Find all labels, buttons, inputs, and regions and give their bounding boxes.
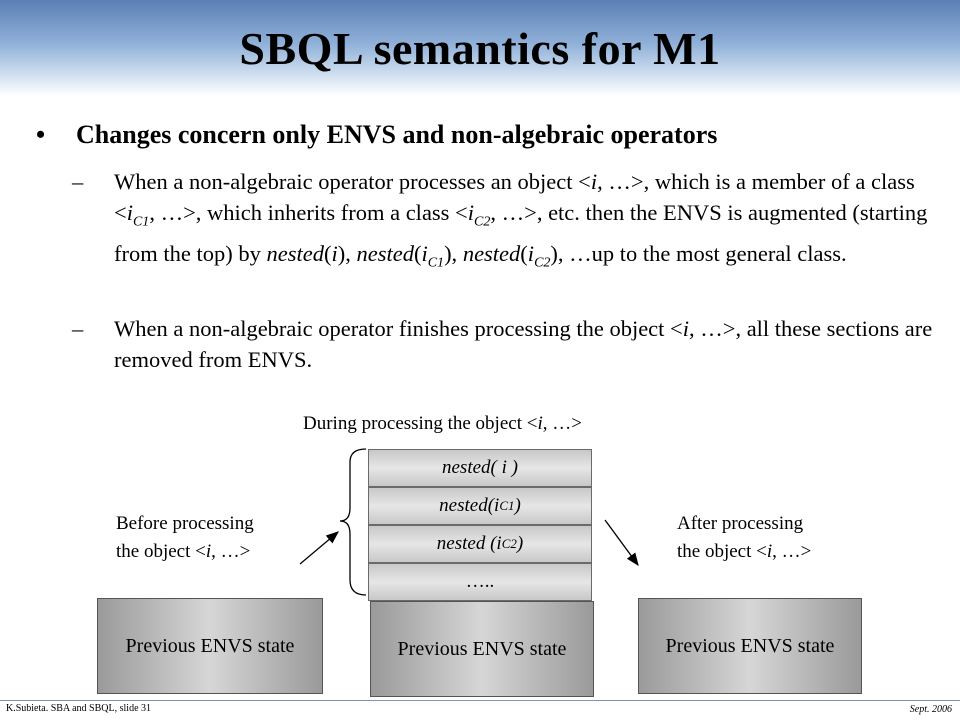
arrow-before: [299, 531, 339, 565]
title-band: [0, 0, 960, 96]
footer-left: K.Subieta. SBA and SBQL, slide 31: [6, 703, 152, 714]
slide-title: SBQL semantics for M1: [239, 23, 721, 74]
sub-dash-2: –: [72, 316, 84, 341]
sub-text-1: When a non-algebraic operator processes …: [114, 169, 928, 270]
footer-line: [0, 700, 960, 701]
stack-ellipsis: …..: [368, 563, 592, 601]
before-label: Before processing the object <i, …>: [116, 513, 254, 562]
state-box-after: Previous ENVS state: [638, 598, 862, 694]
footer-right: Sept. 2006: [909, 704, 952, 715]
arrow-after: [604, 519, 639, 567]
bullet-dot: •: [36, 120, 46, 149]
sub-dash-1: –: [72, 169, 84, 194]
curly-brace: [339, 448, 367, 596]
after-label: After processing the object <i, …>: [677, 513, 812, 562]
bullet-text: Changes concern only ENVS and non-algebr…: [76, 120, 718, 149]
sub-text-2: When a non-algebraic operator finishes p…: [114, 316, 933, 372]
stack-nested-i: nested( i ): [368, 449, 592, 487]
during-label: During processing the object <i, …>: [303, 413, 582, 434]
state-box-before: Previous ENVS state: [97, 598, 323, 694]
state-box-during: Previous ENVS state: [370, 601, 594, 697]
